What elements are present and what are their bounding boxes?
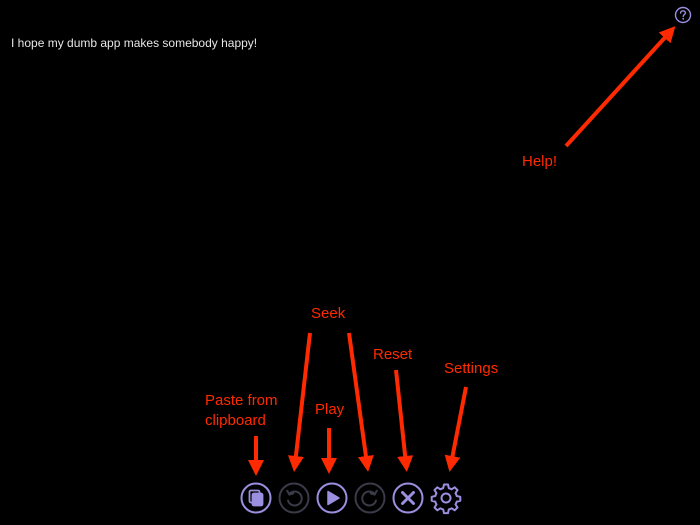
play-annotation: Play (315, 401, 345, 418)
settings-annotation: Settings (444, 360, 499, 377)
rotate-right-icon (354, 482, 386, 514)
seek-forward-button[interactable] (353, 481, 387, 515)
reset-arrow (394, 369, 414, 472)
rotate-left-icon (278, 482, 310, 514)
seek-forward-arrow (347, 332, 374, 472)
play-icon (316, 482, 348, 514)
seek-back-button[interactable] (277, 481, 311, 515)
play-button[interactable] (315, 481, 349, 515)
gear-icon (430, 483, 462, 515)
x-circle-icon (392, 482, 424, 514)
reset-button[interactable] (391, 481, 425, 515)
reset-annotation: Reset (373, 346, 413, 363)
help-arrow (564, 26, 676, 148)
paste-button[interactable] (239, 481, 273, 515)
seek-annotation: Seek (311, 305, 346, 322)
help-button[interactable] (674, 6, 692, 24)
settings-button[interactable] (429, 481, 463, 515)
question-circle-icon (674, 6, 692, 24)
help-annotation: Help! (522, 153, 558, 170)
paste-annotation: Paste from clipboard (205, 392, 278, 429)
settings-arrow (444, 386, 468, 472)
paste-clipboard-icon (240, 482, 272, 514)
playback-toolbar (239, 481, 464, 515)
main-text: I hope my dumb app makes somebody happy! (11, 36, 258, 50)
